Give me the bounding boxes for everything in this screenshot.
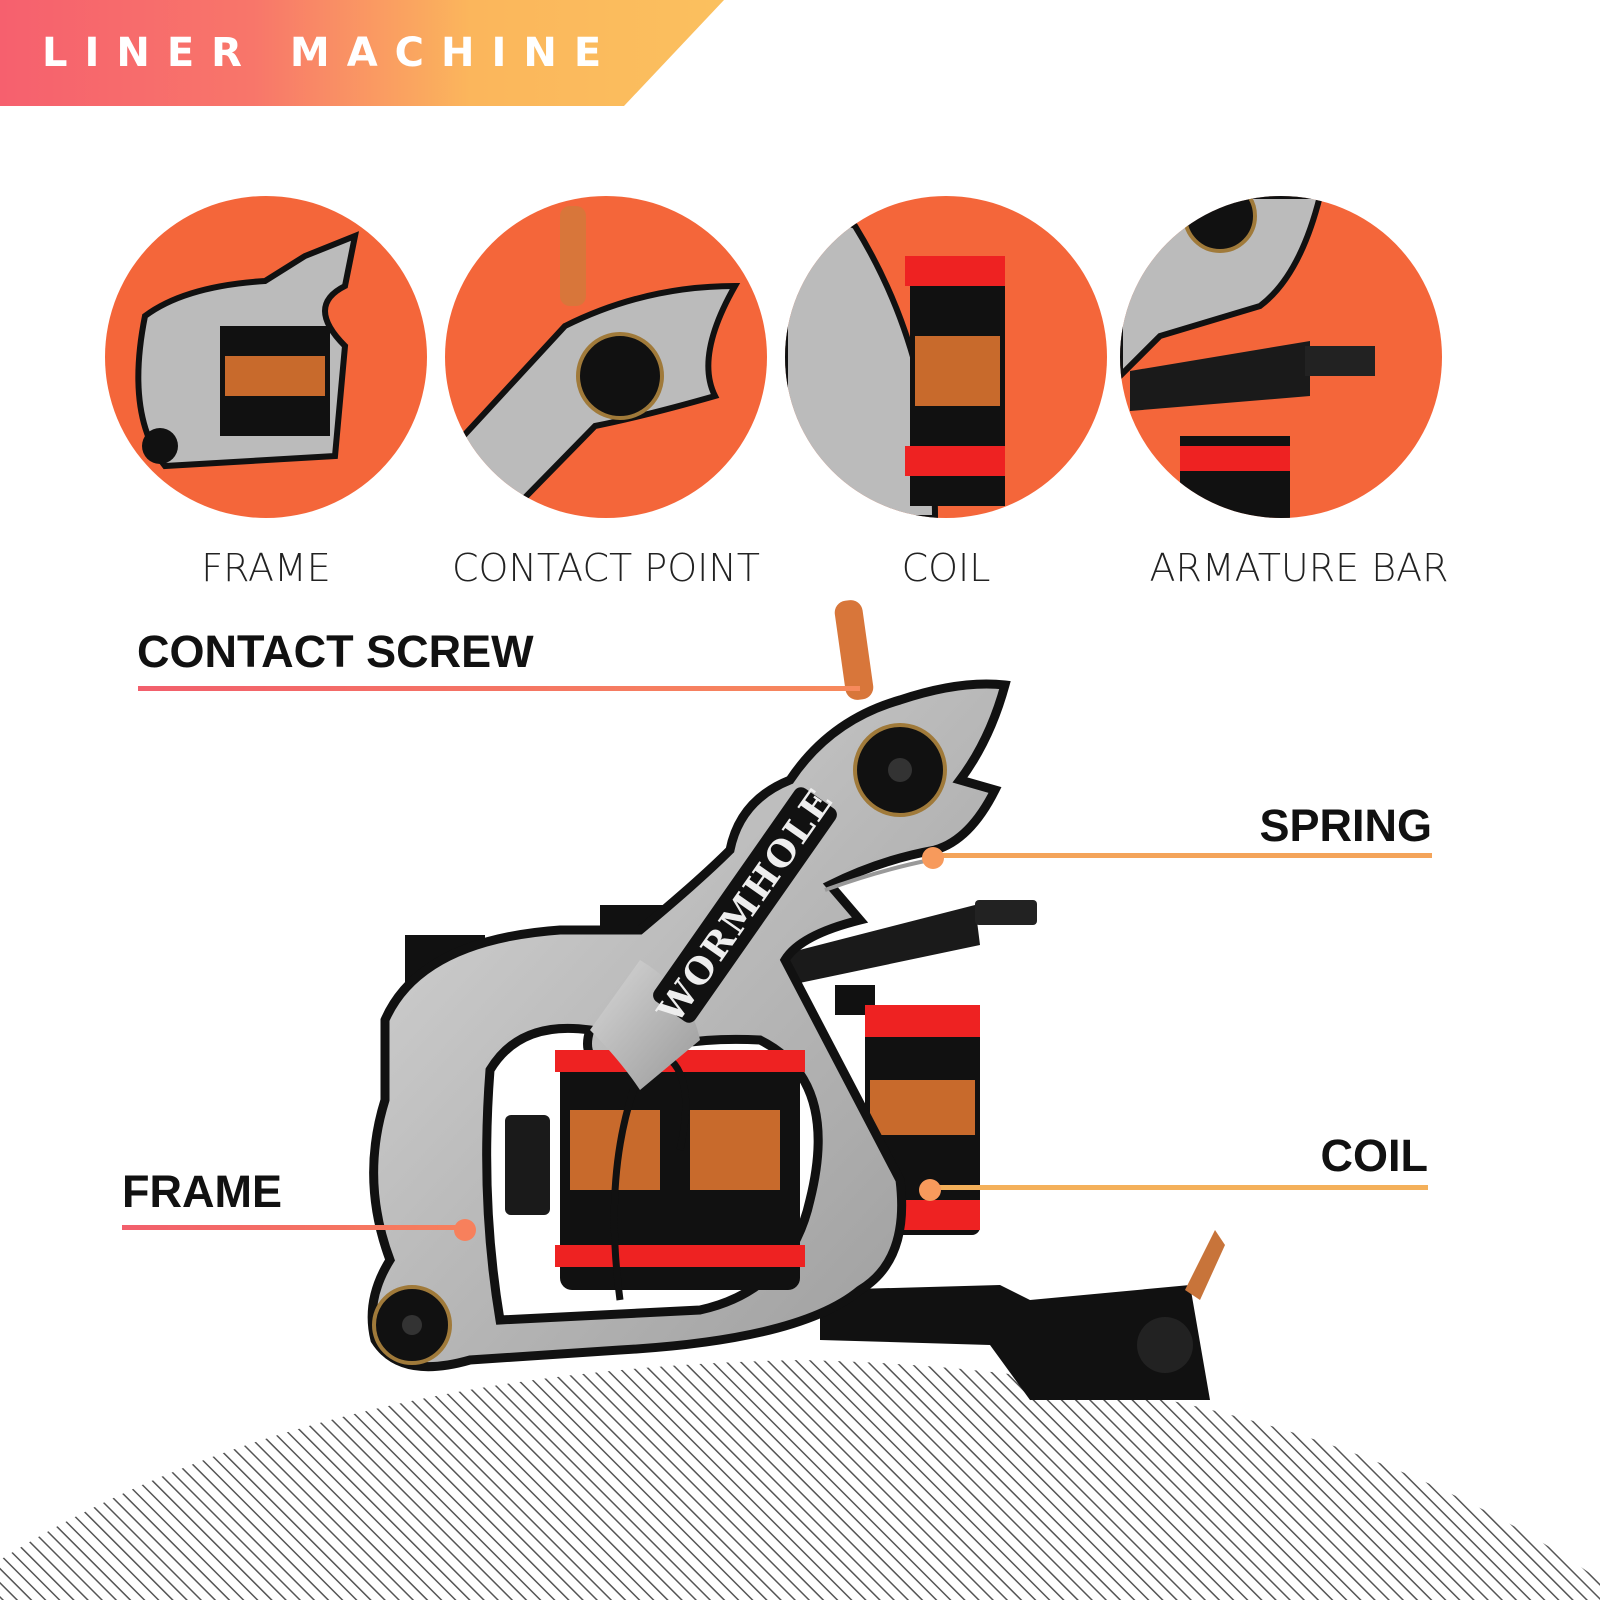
callout-coil: COIL xyxy=(1320,1130,1429,1181)
callout-spring: SPRING xyxy=(1259,800,1432,851)
callout-dot-spring xyxy=(922,847,944,869)
detail-label-contact-point: CONTACT POINT xyxy=(452,546,760,590)
detail-coil-image xyxy=(785,196,1107,518)
callout-line-spring xyxy=(933,853,1432,858)
detail-label-frame: FRAME xyxy=(201,546,331,590)
callout-contact-screw: CONTACT SCREW xyxy=(137,626,534,677)
callout-line-frame xyxy=(122,1225,465,1230)
detail-frame-image xyxy=(105,196,427,518)
callout-line-contact-screw xyxy=(138,686,860,691)
detail-armature-bar-image xyxy=(1120,196,1442,518)
callout-dot-frame xyxy=(454,1219,476,1241)
callout-line-coil xyxy=(930,1185,1428,1190)
detail-label-coil: COIL xyxy=(901,546,991,590)
detail-label-armature-bar: ARMATURE BAR xyxy=(1149,546,1449,590)
callout-dot-coil xyxy=(919,1179,941,1201)
detail-contact-point-image xyxy=(445,196,767,518)
callout-frame: FRAME xyxy=(122,1166,282,1217)
hatched-ground xyxy=(0,1360,1600,1600)
title-banner: LINER MACHINE xyxy=(0,0,740,106)
page-title: LINER MACHINE xyxy=(42,30,619,76)
